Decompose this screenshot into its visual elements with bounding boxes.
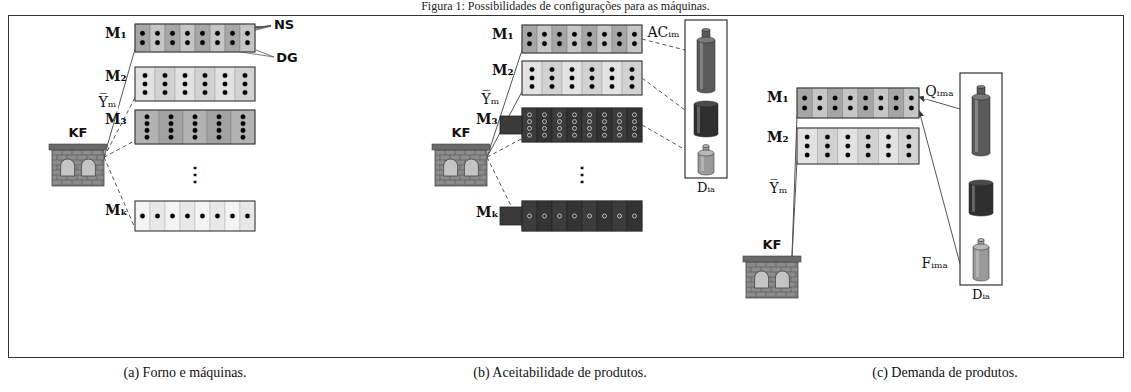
- machine-label: M₁: [105, 26, 127, 41]
- furnace-drawing: [52, 150, 104, 186]
- machine-box: Mₖ: [522, 201, 642, 231]
- machine-box: M₁: [135, 24, 255, 52]
- machine-box: M₁: [522, 25, 642, 53]
- machine-label: M₂: [767, 130, 789, 145]
- connector-line: [642, 39, 685, 50]
- subfigure-caption: (a) Forno e máquinas.: [123, 365, 248, 380]
- machine-box: M₂: [135, 67, 255, 101]
- edge-label: Y̅ₘ: [480, 92, 502, 107]
- edge-label: Fᵢₘₐ: [919, 256, 950, 271]
- demand-label: Dᵢₐ: [972, 288, 990, 302]
- connector-line: [104, 141, 135, 158]
- machine-box: M₁: [797, 88, 919, 118]
- furnace: KF: [52, 150, 104, 186]
- connector-line: [792, 115, 797, 262]
- machine-box-drawing: [797, 88, 919, 118]
- product-box: Dᵢₐ: [685, 20, 727, 178]
- machine-box: M₂: [522, 61, 642, 95]
- machine-label: Mₖ: [476, 205, 499, 220]
- furnace: KF: [435, 150, 487, 186]
- machine-label: M₃: [105, 112, 127, 127]
- connector-arrow: [919, 111, 960, 264]
- machine-label: Mₖ: [105, 203, 128, 218]
- callout-label: NS: [273, 18, 295, 32]
- product-box: Dᵢₐ: [960, 73, 1002, 285]
- outer-border: [9, 16, 1124, 358]
- machine-box-drawing: [135, 201, 255, 231]
- machine-box-drawing: [135, 24, 255, 52]
- furnace-label: KF: [763, 238, 782, 252]
- furnace: KF: [746, 262, 798, 298]
- ellipsis-mark: ⋮: [571, 163, 593, 185]
- connector-line: [642, 125, 685, 150]
- edge-label: ACᵢₘ: [645, 25, 681, 40]
- machine-label: M₂: [492, 63, 514, 78]
- connector-line: [104, 157, 135, 228]
- machine-label: M₃: [476, 112, 498, 127]
- ellipsis-mark: ⋮: [184, 163, 206, 185]
- figure-title: Figura 1: Possibilidades de configuraçõe…: [0, 0, 1131, 13]
- furnace-drawing: [746, 262, 798, 298]
- machine-box-drawing: [522, 201, 642, 231]
- machine-box-drawing: [522, 61, 642, 95]
- furnace-drawing: [435, 150, 487, 186]
- machine-box-drawing: [522, 108, 642, 142]
- connector-line: [792, 160, 797, 262]
- subfigure-caption: (b) Aceitabilidade de produtos.: [472, 365, 647, 380]
- product-box-drawing: [685, 20, 727, 178]
- machine-box: M₃: [135, 110, 255, 144]
- machine-box-drawing: [135, 110, 255, 144]
- edge-label: Y̅ₘ: [767, 181, 789, 196]
- demand-label: Dᵢₐ: [697, 181, 715, 195]
- furnace-label: KF: [69, 126, 88, 140]
- product-box-drawing: [960, 73, 1002, 285]
- machine-label: M₂: [105, 69, 127, 84]
- machine-box-drawing: [522, 25, 642, 53]
- connector-line: [642, 78, 685, 110]
- subfigure-caption: (c) Demanda de produtos.: [871, 365, 1018, 380]
- connector-line: [487, 139, 522, 158]
- edge-label: Qᵢₘₐ: [923, 84, 955, 99]
- machine-label: M₁: [767, 90, 789, 105]
- machine-box-drawing: [797, 128, 919, 164]
- edge-label: Y̅ₘ: [97, 95, 119, 110]
- machine-box: Mₖ: [135, 201, 255, 231]
- callout-label: DG: [275, 51, 298, 65]
- machine-label: M₁: [492, 27, 514, 42]
- machine-box: M₃: [522, 108, 642, 142]
- furnace-label: KF: [452, 126, 471, 140]
- machine-box: M₂: [797, 128, 919, 164]
- machine-box-drawing: [135, 67, 255, 101]
